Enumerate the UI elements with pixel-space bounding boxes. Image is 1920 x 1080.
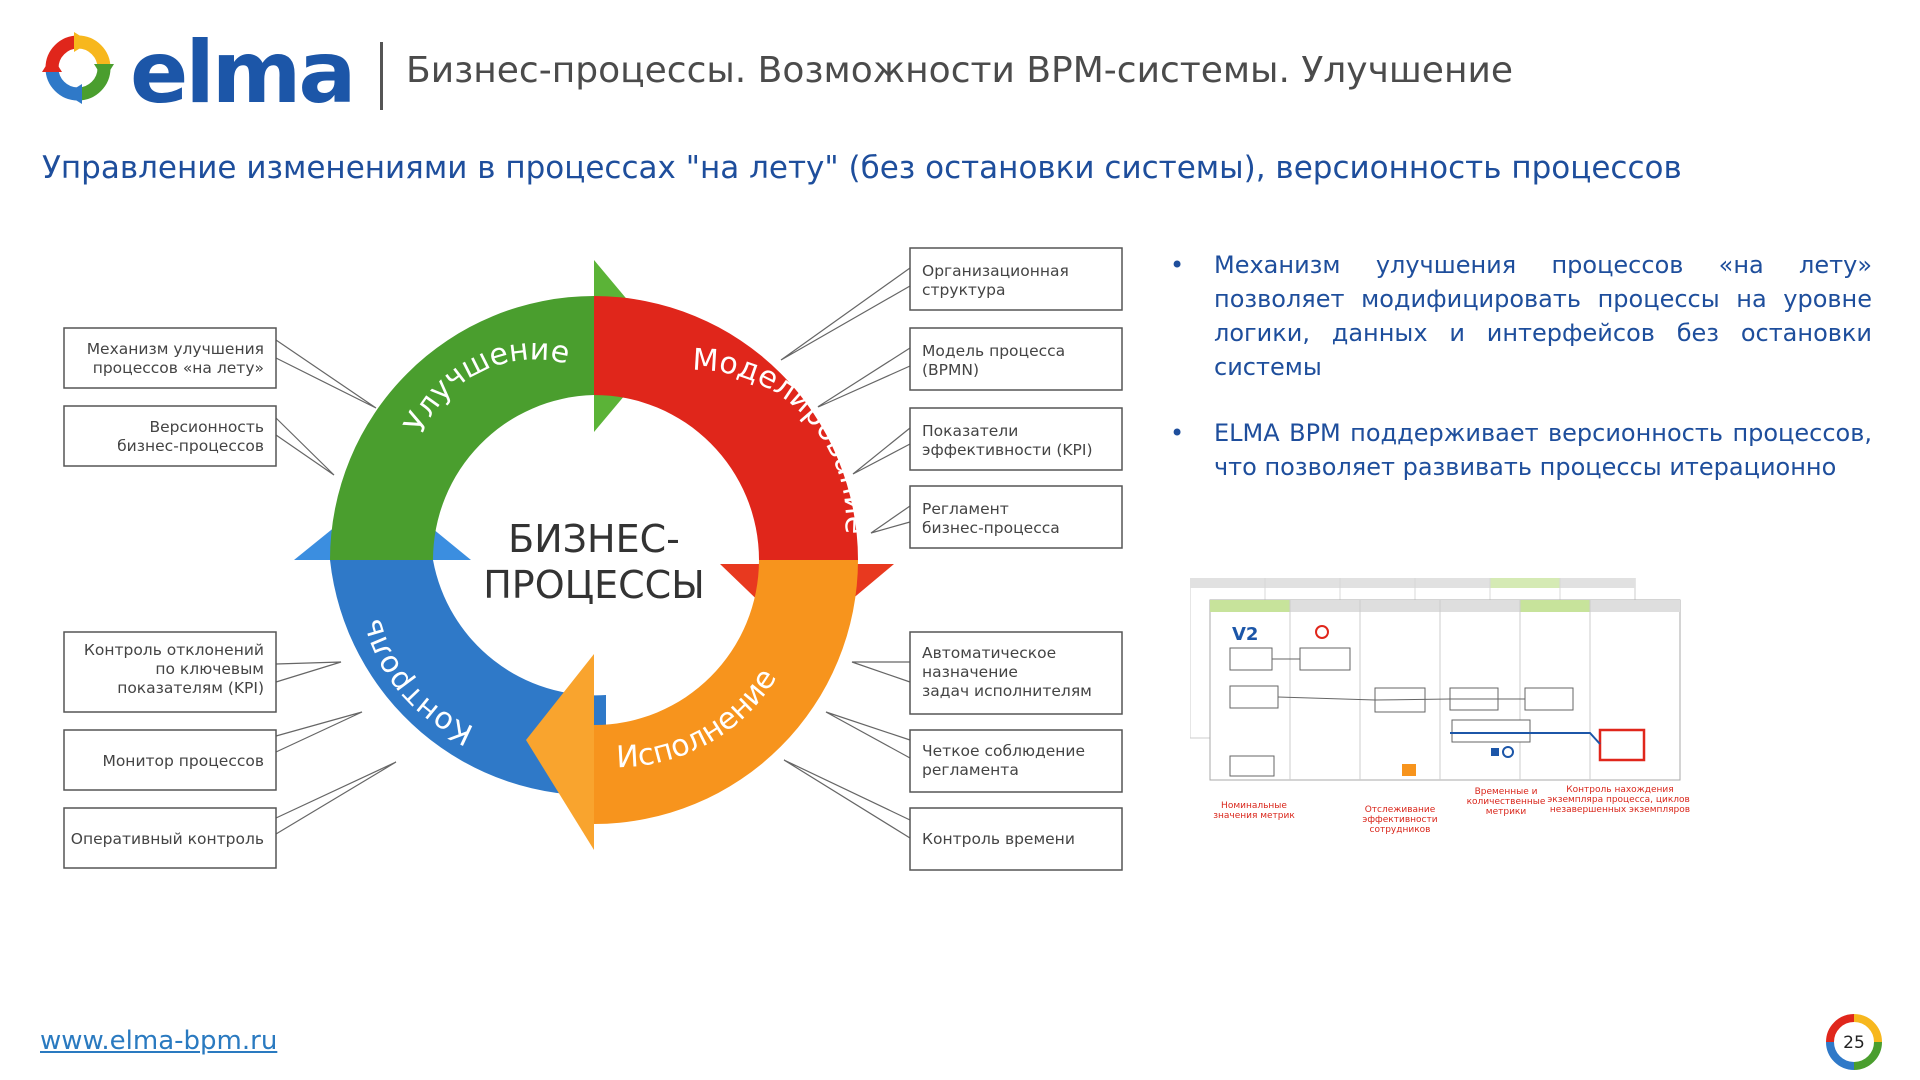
- bullet-dot-icon: •: [1170, 419, 1185, 447]
- elma-logo-text: elma: [130, 24, 353, 122]
- right-box-6: Четкое соблюдение регламента: [909, 729, 1123, 793]
- bpmn-caption-efficiency-line2: эффективности: [1362, 815, 1437, 825]
- right-box-6-line2: регламента: [922, 761, 1019, 779]
- elma-logo-ring-icon: [42, 32, 114, 104]
- page-number: 25: [1843, 1033, 1865, 1053]
- cycle-arc-modeling: [594, 296, 858, 560]
- bullet-dot-icon: •: [1170, 251, 1185, 279]
- bpmn-caption-instances-line2: экземпляра процесса, циклов,: [1547, 795, 1690, 805]
- bpmn-front-layer: V2: [1209, 599, 1681, 781]
- cycle-arc-execution: [594, 560, 858, 824]
- right-box-2-line1: Модель процесса: [922, 342, 1065, 360]
- header-divider: [380, 42, 383, 110]
- feature-bullet-list: • Механизм улучшения процессов «на лету»…: [1166, 248, 1872, 516]
- left-box-1-line1: Механизм улучшения: [87, 340, 264, 358]
- right-box-1-line2: структура: [922, 281, 1005, 299]
- bpmn-caption-instances-line3: незавершенных экземпляров: [1550, 805, 1690, 815]
- right-box-2-line2: (BPMN): [922, 361, 979, 379]
- left-box-3-line3: показателям (KPI): [117, 679, 264, 697]
- right-box-2: Модель процесса (BPMN): [909, 327, 1123, 391]
- bullet-text: ELMA BPM поддерживает версионность проце…: [1214, 419, 1872, 481]
- right-box-3-line1: Показатели: [922, 422, 1018, 440]
- right-box-1-line1: Организационная: [922, 262, 1069, 280]
- bullet-item: • ELMA BPM поддерживает версионность про…: [1166, 416, 1872, 484]
- elma-logo: elma: [24, 23, 364, 123]
- left-callout-lines: [275, 339, 397, 835]
- left-box-1: Механизм улучшения процессов «на лету»: [63, 327, 277, 389]
- page-badge-ring-icon: [1826, 1014, 1882, 1070]
- left-box-5-line1: Оперативный контроль: [71, 830, 264, 848]
- bpmn-caption-efficiency-line1: Отслеживание: [1365, 805, 1436, 815]
- right-box-5: Автоматическое назначение задач исполнит…: [909, 631, 1123, 715]
- left-box-3-line2: по ключевым: [155, 660, 264, 678]
- process-cycle-diagram: Улучшение Моделирование Исполнение Контр…: [63, 247, 1123, 871]
- left-feature-boxes: Механизм улучшения процессов «на лету» В…: [63, 327, 277, 869]
- cycle-arc-improvement: [330, 296, 594, 560]
- left-box-2-line1: Версионность: [149, 418, 264, 436]
- right-box-5-line2: назначение: [922, 663, 1018, 681]
- right-box-3-line2: эффективности (KPI): [922, 441, 1093, 459]
- bpmn-captions: Номинальные значения метрик Отслеживание…: [1213, 785, 1690, 835]
- bpmn-version-badge: V2: [1232, 624, 1258, 645]
- cycle-ring: [294, 260, 894, 850]
- bpmn-caption-nominal-line1: Номинальные: [1221, 801, 1287, 811]
- left-box-5: Оперативный контроль: [63, 807, 277, 869]
- bpmn-caption-nominal-line2: значения метрик: [1213, 811, 1295, 821]
- left-box-1-line2: процессов «на лету»: [93, 359, 264, 377]
- cycle-arrowhead-execution: [526, 654, 594, 850]
- right-feature-boxes: Организационная структура Модель процесс…: [909, 247, 1123, 871]
- page-number-badge: 25: [1822, 1010, 1886, 1074]
- right-box-3: Показатели эффективности (KPI): [909, 407, 1123, 471]
- right-box-6-line1: Четкое соблюдение: [922, 742, 1085, 760]
- right-box-7-line1: Контроль времени: [922, 830, 1075, 848]
- right-box-4: Регламент бизнес-процесса: [909, 485, 1123, 549]
- right-callout-lines: [780, 267, 911, 839]
- right-box-4-line2: бизнес-процесса: [922, 519, 1060, 537]
- left-box-3: Контроль отклонений по ключевым показате…: [63, 631, 277, 713]
- bpmn-caption-metrics-line1: Временные и: [1475, 787, 1538, 797]
- bpmn-caption-instances-line1: Контроль нахождения: [1566, 785, 1673, 795]
- cycle-center-line1: БИЗНЕС-: [508, 517, 680, 561]
- right-box-5-line3: задач исполнителям: [922, 682, 1092, 700]
- left-box-2-line2: бизнес-процессов: [117, 437, 264, 455]
- bullet-text: Механизм улучшения процессов «на лету» п…: [1214, 251, 1872, 381]
- bpmn-caption-efficiency-line3: сотрудников: [1370, 825, 1431, 835]
- right-box-4-line1: Регламент: [922, 500, 1009, 518]
- left-box-2: Версионность бизнес-процессов: [63, 405, 277, 467]
- left-box-4: Монитор процессов: [63, 729, 277, 791]
- slide-subtitle: Управление изменениями в процессах "на л…: [42, 150, 1682, 186]
- bullet-item: • Механизм улучшения процессов «на лету»…: [1166, 248, 1872, 384]
- right-box-7: Контроль времени: [909, 807, 1123, 871]
- slide-title: Бизнес-процессы. Возможности BPM-системы…: [406, 50, 1514, 91]
- bpmn-process-thumbnail: V2 Номинальные значения метрик Отслежива…: [1190, 578, 1690, 835]
- left-box-4-line1: Монитор процессов: [102, 752, 264, 770]
- cycle-center-line2: ПРОЦЕССЫ: [483, 563, 705, 607]
- website-link[interactable]: www.elma-bpm.ru: [40, 1026, 278, 1056]
- right-box-1: Организационная структура: [909, 247, 1123, 311]
- left-box-3-line1: Контроль отклонений: [84, 641, 264, 659]
- right-box-5-line1: Автоматическое: [922, 644, 1056, 662]
- bpmn-caption-metrics-line3: метрики: [1486, 807, 1527, 817]
- bpmn-caption-metrics-line2: количественные: [1467, 797, 1546, 807]
